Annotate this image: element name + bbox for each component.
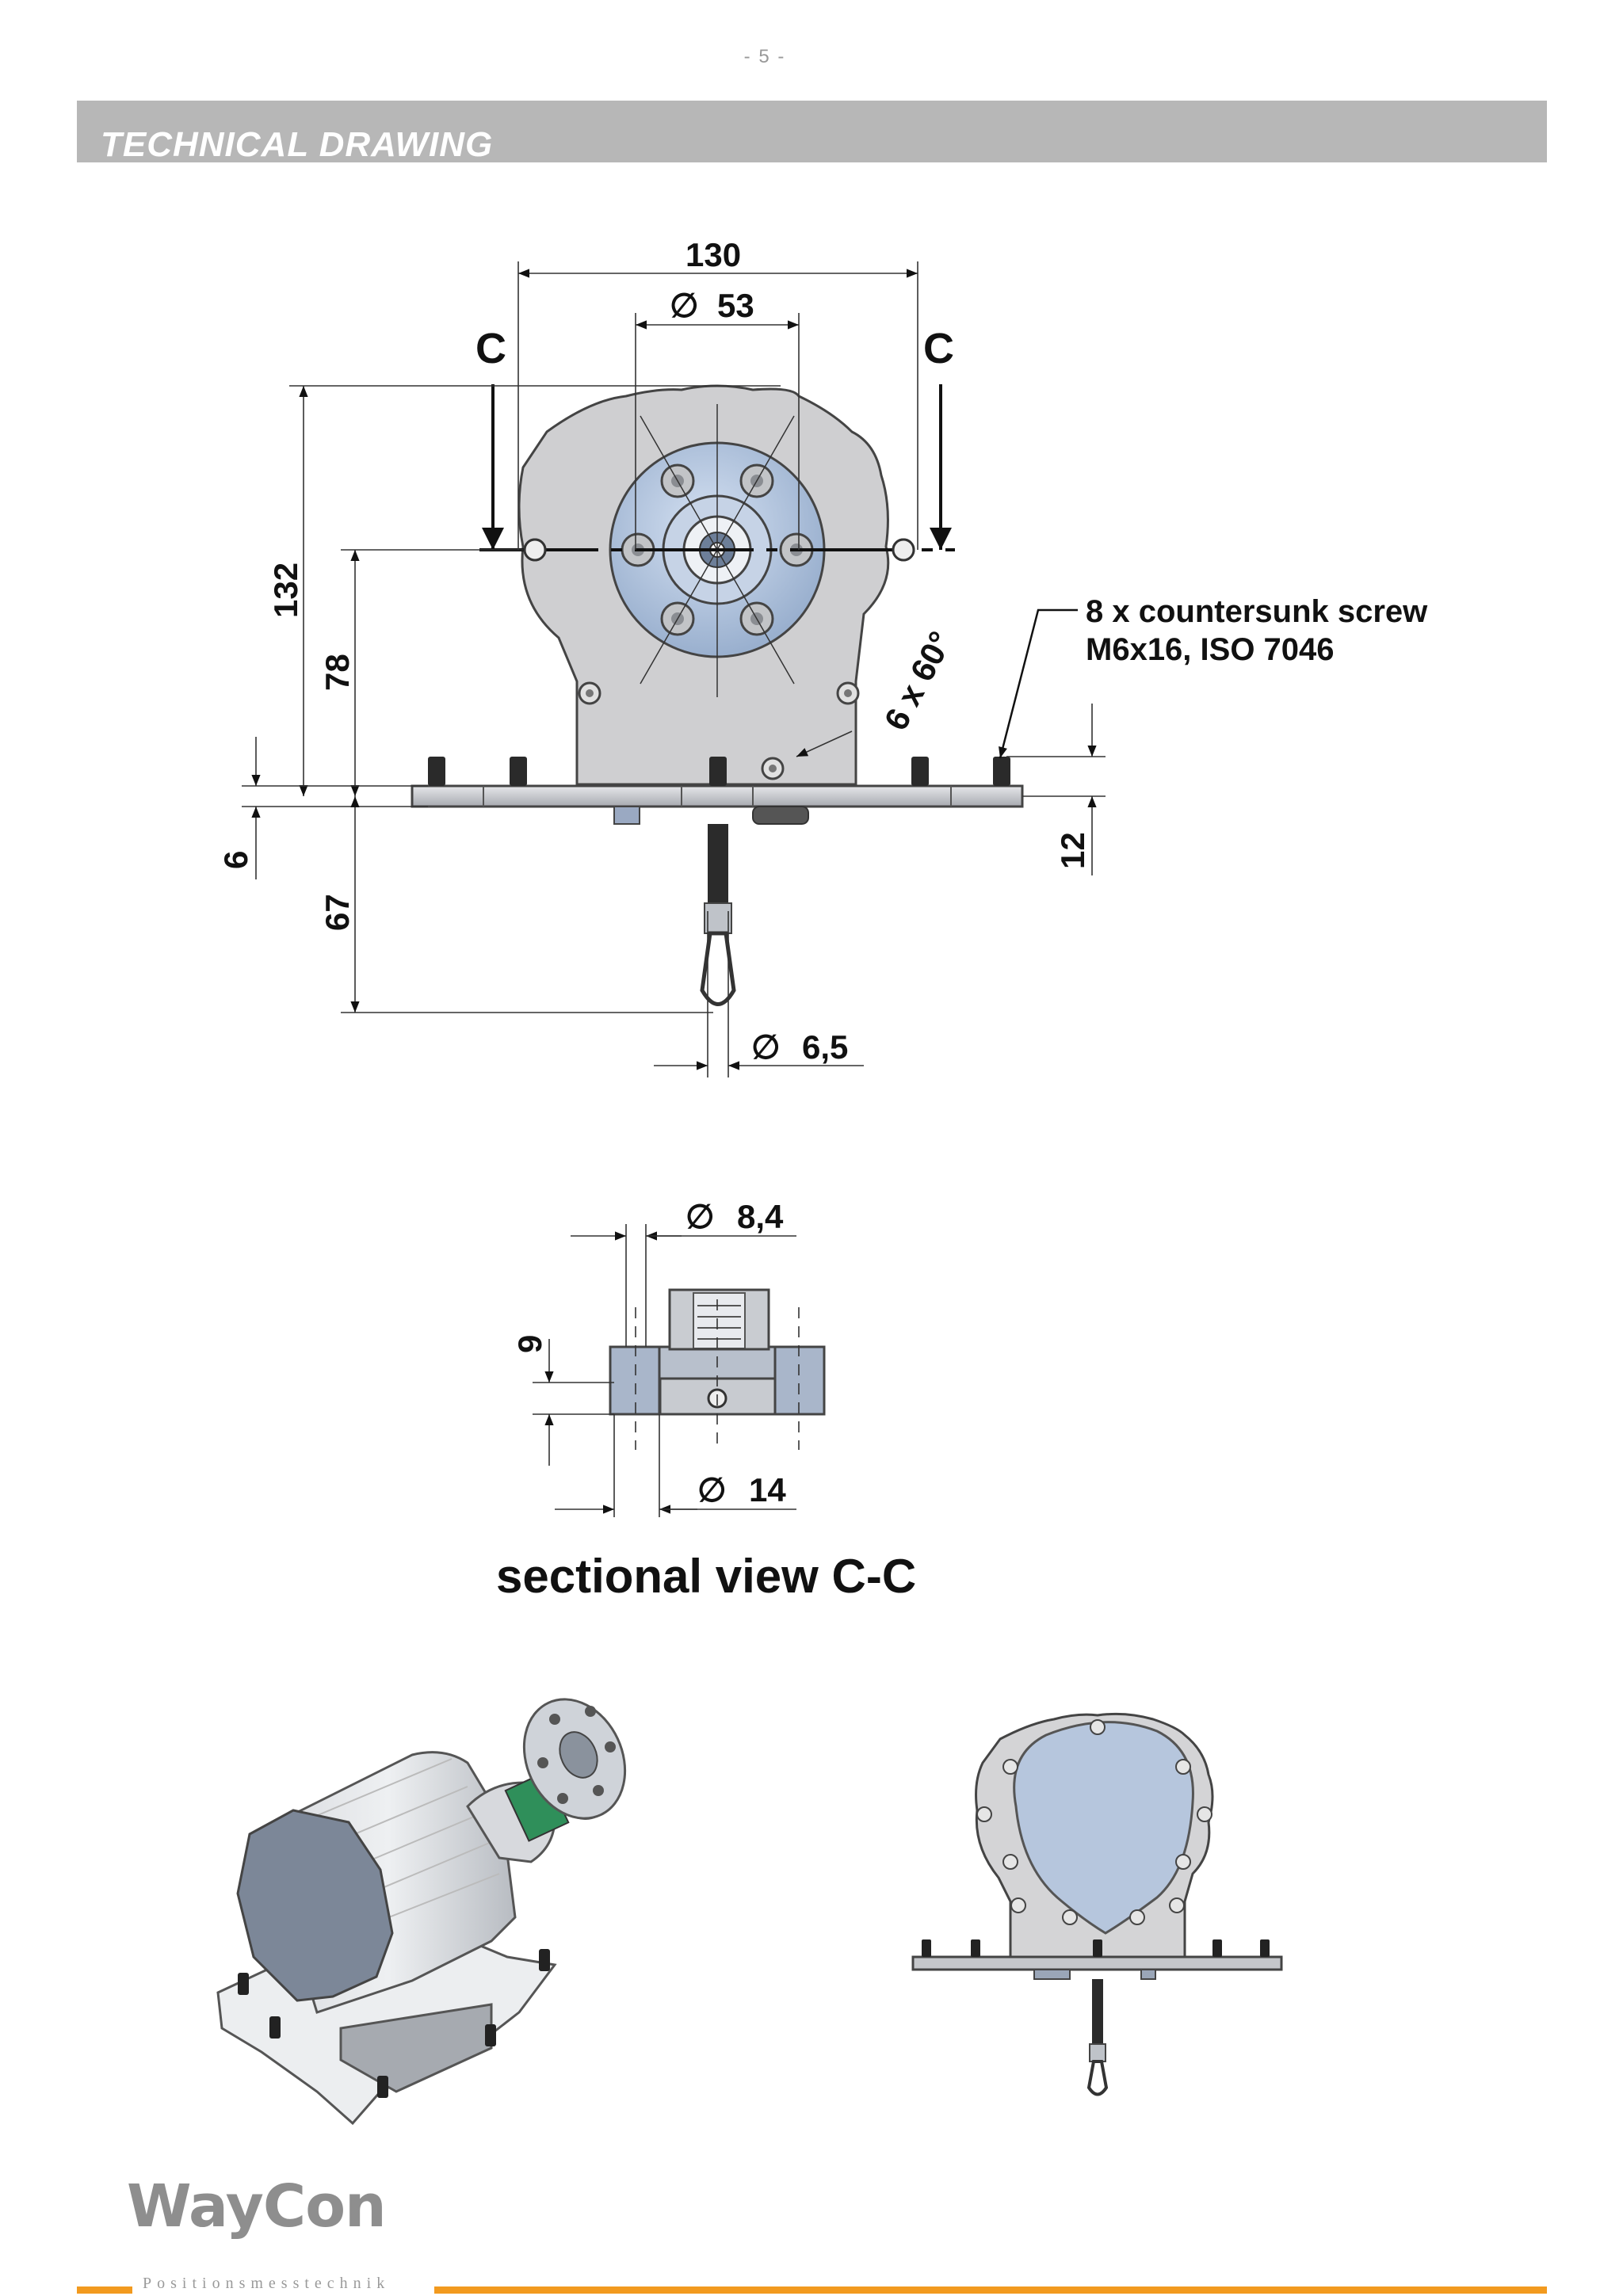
base-plate [411,784,1024,808]
render-base-plate [911,1955,1283,1971]
stud-screws [428,757,1010,786]
screw-note-line1: 8 x countersunk screw [1086,594,1428,629]
dim-bore-diameter: 8,4 [737,1198,784,1235]
section-marker-right: C [923,325,954,372]
dim-width: 130 [685,236,741,273]
footer-accent-line-left [77,2286,132,2294]
cable-clip [700,931,736,1006]
dim-shaft-diameter-symbol: ∅ [697,1471,727,1508]
dim-cable-length: 67 [319,894,356,931]
sectional-view: ∅ 8,4 9 ∅ 14 sectional view C-C [496,1198,916,1603]
dim-shaft-diameter: 14 [749,1471,786,1508]
dim-hole-pattern: 6 x 60° [876,625,959,736]
dim-height-total: 132 [267,563,304,618]
dim-base-thickness: 6 [217,851,254,869]
dim-stud-height: 12 [1054,832,1091,869]
page-number: - 5 - [743,46,786,67]
sectional-view-caption: sectional view C-C [496,1550,916,1603]
front-render [911,1712,1283,2096]
footer-accent-line-right [434,2286,1547,2294]
dim-bore-diameter-symbol: ∅ [685,1198,715,1235]
waycon-tagline: Positionsmesstechnik [143,2275,391,2292]
isometric-view [216,1698,627,2126]
measuring-cable [708,824,728,910]
screw-note-line2: M6x16, ISO 7046 [1086,632,1335,667]
section-marker-left: C [475,325,506,372]
dim-depth: 9 [511,1335,548,1353]
render-face [1013,1721,1194,1935]
dim-cable-diameter-symbol: ∅ [751,1028,781,1066]
dim-flange-diameter: 53 [717,287,754,324]
waycon-logo: WayCon [127,2172,387,2241]
top-view: C C 130 ∅ 53 132 78 [217,236,1428,1077]
dim-height-axis: 78 [319,654,356,691]
iso-end-cap [236,1809,394,2002]
section-header: TECHNICAL DRAWING [77,101,1547,162]
dim-cable-diameter: 6,5 [802,1028,848,1066]
section-title: TECHNICAL DRAWING [101,125,494,164]
render-cable [1092,1979,1103,2050]
dim-flange-diameter-symbol: ∅ [670,287,699,324]
